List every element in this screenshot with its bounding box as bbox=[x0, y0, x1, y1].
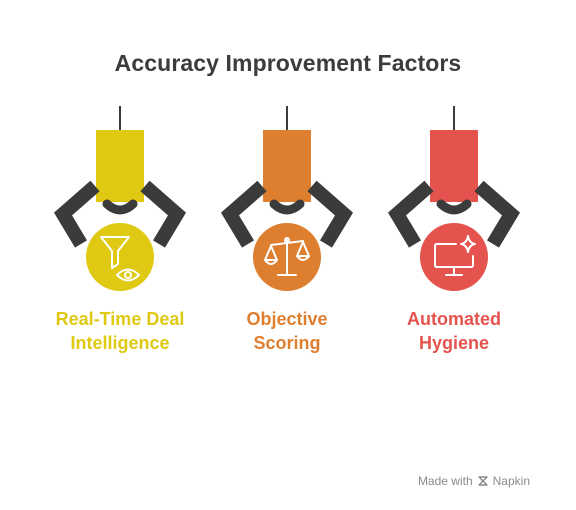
made-with-napkin-footer: Made with Napkin bbox=[418, 474, 530, 488]
balance-scale-icon bbox=[264, 237, 310, 276]
filter-eye-icon bbox=[100, 236, 140, 282]
claw-block bbox=[430, 130, 478, 202]
page-title: Accuracy Improvement Factors bbox=[114, 50, 462, 76]
factor-real-time-deal-intelligence: Real-Time Deal Intelligence bbox=[45, 104, 195, 364]
claw-graphic bbox=[387, 106, 521, 291]
factor-label: Automated Hygiene bbox=[407, 309, 501, 353]
claw-graphic bbox=[53, 106, 187, 291]
factor-objective-scoring: Objective Scoring bbox=[212, 104, 362, 364]
claw-graphic bbox=[220, 106, 354, 291]
factor-label: Real-Time Deal Intelligence bbox=[55, 309, 185, 353]
claw-circle bbox=[420, 223, 488, 291]
napkin-brand-text: Napkin bbox=[492, 474, 530, 488]
claw-block bbox=[96, 130, 144, 202]
napkin-logo-icon bbox=[477, 476, 488, 486]
monitor-sparkle-icon bbox=[434, 235, 476, 276]
claw-block bbox=[263, 130, 311, 202]
made-with-text: Made with bbox=[417, 474, 473, 488]
factor-label: Objective Scoring bbox=[246, 309, 328, 353]
claw-circle bbox=[86, 223, 154, 291]
factor-automated-hygiene: Automated Hygiene bbox=[379, 104, 529, 364]
